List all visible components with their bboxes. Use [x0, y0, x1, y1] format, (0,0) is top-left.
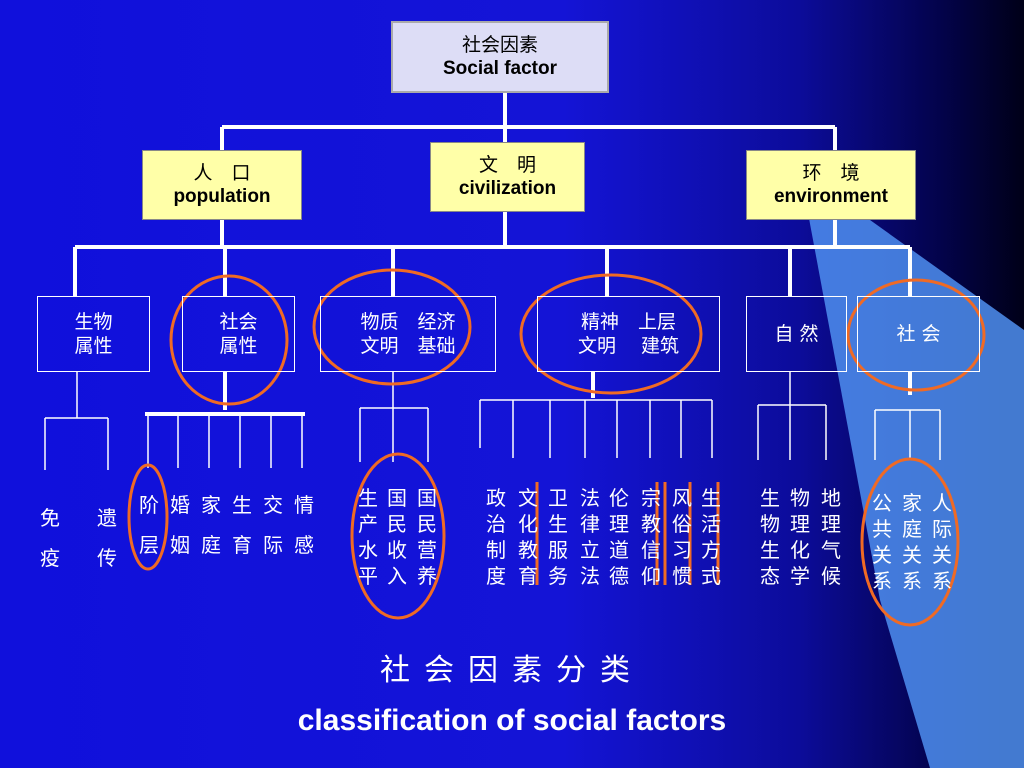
oval-society — [846, 278, 986, 392]
oval-class-stratum — [127, 463, 169, 571]
leaf-item: 公共关系 — [872, 491, 892, 593]
node-bio-line2: 属性 — [74, 335, 113, 357]
diagram-title-en: classification of social factors — [297, 704, 727, 737]
leaf-item: 政治制度 — [486, 486, 506, 588]
node-civilization: 文 明 civilization — [430, 142, 585, 212]
node-bio-line1: 生物 — [74, 311, 113, 333]
node-social-factor: 社会因素 Social factor — [391, 21, 609, 93]
node-material-line2: 文明 基础 — [360, 335, 456, 357]
leaf-item: 交际 — [263, 493, 283, 557]
node-nature-label: 自 然 — [774, 323, 819, 345]
background-wedge — [800, 170, 1024, 768]
leaf-item: 伦理道德 — [609, 486, 629, 588]
node-spiritual-line1: 精神 上层 — [580, 311, 676, 333]
leaf-item: 情感 — [294, 493, 314, 557]
leaf-item: 国民收入 — [387, 486, 407, 588]
node-spiritual-line2: 文明 建筑 — [577, 335, 680, 357]
highlight-bars — [535, 482, 720, 585]
node-social-attr-line1: 社会 — [219, 311, 258, 333]
leaf-item: 生活方式 — [701, 486, 721, 588]
node-environment: 环 境 environment — [746, 150, 916, 220]
node-social-attribute: 社会 属性 — [182, 296, 295, 372]
node-social-factor-en: Social factor — [442, 58, 558, 79]
node-society-label: 社 会 — [896, 323, 941, 345]
node-civilization-zh: 文 明 — [478, 154, 536, 176]
node-biological-attribute: 生物 属性 — [37, 296, 150, 372]
node-civilization-en: civilization — [458, 178, 557, 199]
node-society: 社 会 — [857, 296, 980, 372]
oval-material-economic — [312, 268, 472, 386]
highlight-ovals — [127, 268, 986, 627]
leaf-item: 生育 — [232, 493, 252, 557]
leaf-item: 文化教育 — [518, 486, 538, 588]
node-spiritual-superstructure: 精神 上层 文明 建筑 — [537, 296, 720, 372]
node-material-line1: 物质 经济 — [360, 311, 456, 333]
oval-social-leaves — [860, 457, 960, 627]
oval-social-attribute — [169, 274, 289, 406]
leaf-connectors — [44, 372, 941, 470]
leaf-item: 婚姻 — [170, 493, 190, 557]
leaf-item: 法律立法 — [580, 486, 600, 588]
leaf-item: 遗传 — [97, 506, 117, 570]
tree-connectors — [73, 93, 912, 410]
leaf-item: 地理气候 — [821, 486, 841, 588]
leaf-item: 卫生服务 — [548, 486, 568, 588]
node-population-en: population — [173, 186, 271, 207]
node-social-factor-zh: 社会因素 — [461, 34, 538, 56]
diagram-title-zh: 社会因素分类 — [380, 653, 644, 688]
oval-economic-leaves — [350, 452, 446, 620]
leaf-item: 国民营养 — [417, 486, 437, 588]
node-environment-en: environment — [773, 186, 889, 207]
node-social-attr-line2: 属性 — [219, 335, 258, 357]
leaf-item: 生产水平 — [358, 486, 378, 588]
node-population: 人 口 population — [142, 150, 302, 220]
leaf-item: 人际关系 — [932, 491, 952, 593]
node-population-zh: 人 口 — [193, 162, 251, 184]
oval-spiritual-superstructure — [519, 273, 703, 395]
node-environment-zh: 环 境 — [802, 162, 860, 184]
leaf-item: 物理化学 — [790, 486, 810, 588]
leaf-item: 宗教信仰 — [641, 486, 661, 588]
leaf-item: 家庭 — [201, 493, 221, 557]
leaf-item: 风俗习惯 — [672, 486, 692, 588]
leaf-item: 免疫 — [40, 506, 60, 570]
leaf-item: 生物生态 — [760, 486, 780, 588]
node-nature: 自 然 — [746, 296, 847, 372]
node-material-economic: 物质 经济 文明 基础 — [320, 296, 496, 372]
leaf-item: 家庭关系 — [902, 491, 922, 593]
leaf-item: 阶层 — [139, 493, 159, 557]
